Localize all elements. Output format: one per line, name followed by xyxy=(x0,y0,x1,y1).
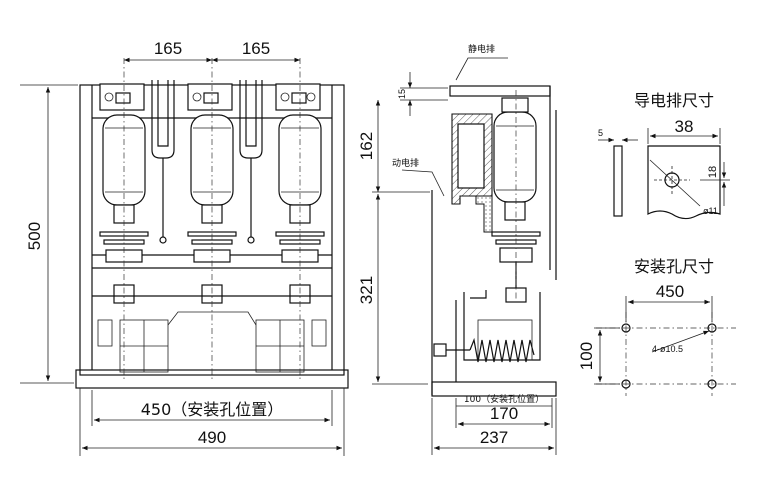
dim-hole-offset: 18 xyxy=(707,166,719,178)
dim-base-depth: 170 xyxy=(490,404,518,423)
moving-bars xyxy=(151,80,263,244)
mount-holes-title: 安装孔尺寸 xyxy=(634,257,714,276)
dim-overall-width: 490 xyxy=(198,428,226,447)
side-view xyxy=(431,85,557,397)
side-dimensions xyxy=(372,57,557,455)
dim-lower-height: 321 xyxy=(357,276,376,304)
side-base-plate xyxy=(431,381,557,397)
front-dimensions xyxy=(20,57,345,456)
dim-mount-spacing-x: 450 xyxy=(656,282,684,301)
dim-pole-spacing-right: 165 xyxy=(242,39,270,58)
mount-hole xyxy=(707,379,717,389)
side-interrupter xyxy=(493,111,537,203)
busbar-detail-title: 导电排尺寸 xyxy=(634,91,714,110)
front-mechanism xyxy=(97,311,327,373)
dim-busbar-thickness: 5 xyxy=(598,128,603,138)
dim-hole-dia: ø11 xyxy=(703,206,718,216)
mount-hole xyxy=(621,379,631,389)
dim-mount-hole-spacing: 450（安装孔位置） xyxy=(141,400,284,419)
static-busbar-bracket xyxy=(449,85,551,97)
dim-height: 500 xyxy=(25,222,44,250)
dim-top-offset: 15 xyxy=(397,89,407,99)
dim-mount-spacing-y: 100 xyxy=(577,342,596,370)
dim-mount-hole-depth: 100（安装孔位置） xyxy=(464,393,544,405)
busbar-detail xyxy=(598,128,730,220)
dim-mount-hole-spec: 4-ø10.5 xyxy=(652,344,683,354)
dim-pole-spacing-left: 165 xyxy=(154,39,182,58)
dim-busbar-width: 38 xyxy=(675,117,694,136)
front-view xyxy=(75,58,349,389)
dim-upper-height: 162 xyxy=(357,132,376,160)
mount-holes-detail xyxy=(594,296,736,396)
label-moving-bar: 动电排 xyxy=(392,157,419,169)
label-static-bar: 静电排 xyxy=(468,43,495,55)
mount-hole xyxy=(707,323,717,333)
spring xyxy=(469,337,535,363)
mount-hole xyxy=(621,323,631,333)
dim-overall-depth: 237 xyxy=(480,428,508,447)
